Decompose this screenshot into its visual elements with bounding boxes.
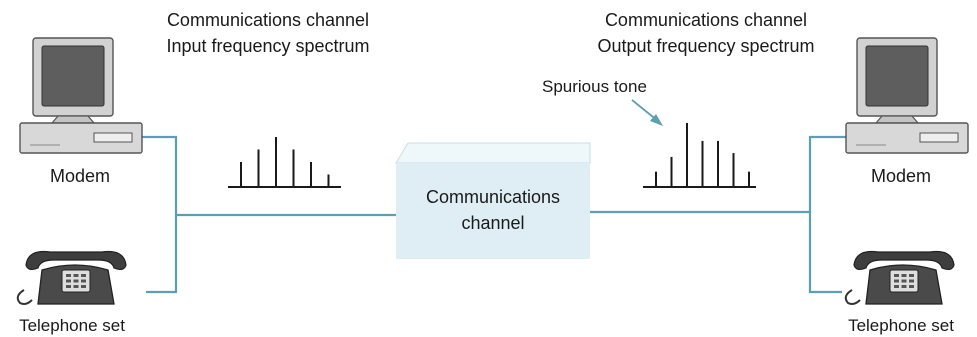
spurious-tone-label: Spurious tone xyxy=(542,77,647,96)
channel-box-front xyxy=(396,163,590,259)
left-computer: Modem xyxy=(19,37,143,186)
spurious-tone-arrow xyxy=(631,99,663,126)
channel-box: Communications channel xyxy=(395,142,591,259)
output-spectrum-tones xyxy=(655,123,750,187)
right-telephone: Telephone set xyxy=(844,250,955,335)
wiring xyxy=(140,135,846,294)
output-spectrum: Communications channel Output frequency … xyxy=(542,10,815,188)
output-spectrum-title-line2: Output frequency spectrum xyxy=(597,36,814,56)
left-telephone-label: Telephone set xyxy=(19,316,125,335)
left-wire xyxy=(140,135,178,294)
left-telephone: Telephone set xyxy=(16,250,127,335)
right-modem-label: Modem xyxy=(871,166,931,186)
left-modem-drive xyxy=(93,132,133,143)
channel-box-label-line1: Communications xyxy=(426,187,560,207)
channel-box-label-line2: channel xyxy=(461,213,524,233)
right-telephone-label: Telephone set xyxy=(848,316,954,335)
right-computer: Modem xyxy=(845,37,969,186)
left-modem-label: Modem xyxy=(50,166,110,186)
channel-box-top xyxy=(395,142,591,164)
input-spectrum-tones xyxy=(240,137,330,187)
right-wire xyxy=(808,135,846,294)
output-spectrum-title-line1: Communications channel xyxy=(605,10,807,30)
input-spectrum-title-line2: Input frequency spectrum xyxy=(166,36,369,56)
input-spectrum-title-line1: Communications channel xyxy=(167,10,369,30)
right-modem-drive xyxy=(919,132,959,143)
input-spectrum: Communications channel Input frequency s… xyxy=(166,10,370,188)
left-monitor-screen xyxy=(41,45,105,107)
right-monitor-screen xyxy=(865,45,929,107)
